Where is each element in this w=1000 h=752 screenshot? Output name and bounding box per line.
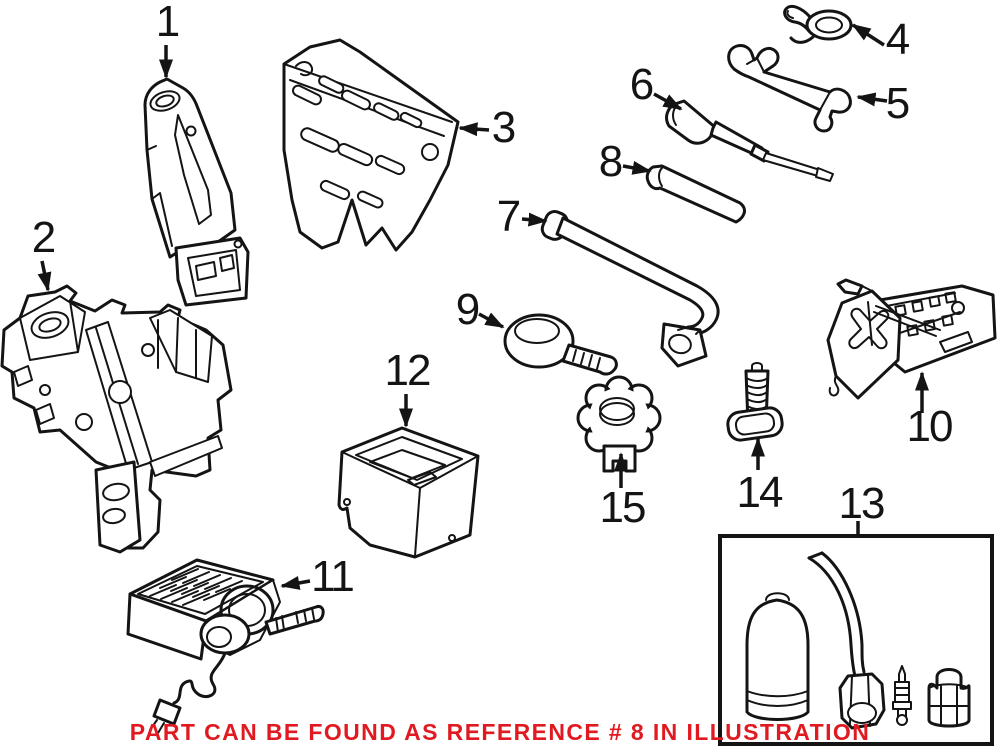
part-9-tow-eye xyxy=(503,313,618,376)
reference-caption: PART CAN BE FOUND AS REFERENCE # 8 IN IL… xyxy=(129,719,871,745)
part-7-jack-handle xyxy=(540,210,720,368)
part-2-jack-carrier-base xyxy=(0,284,233,554)
arrow-7 xyxy=(521,212,548,227)
callout-label-7: 7 xyxy=(496,192,522,241)
callout-label-1: 1 xyxy=(155,0,181,46)
arrow-11 xyxy=(280,576,311,590)
part-3-tool-foam-tray xyxy=(282,38,460,252)
part-1-jack-bracket xyxy=(143,77,250,307)
arrow-6 xyxy=(653,92,683,111)
callout-label-15: 15 xyxy=(599,483,647,532)
part-10-mounting-bracket xyxy=(826,278,997,400)
part-14-bolt xyxy=(726,362,784,442)
callout-label-9: 9 xyxy=(455,285,481,334)
callout-label-12: 12 xyxy=(384,346,432,395)
callout-label-2: 2 xyxy=(31,213,57,262)
callout-label-14: 14 xyxy=(736,468,784,517)
arrow-4 xyxy=(851,23,885,47)
part-12-storage-tray xyxy=(337,426,480,559)
callout-label-6: 6 xyxy=(629,60,655,109)
part-13-sealant-kit xyxy=(718,534,994,746)
arrow-5 xyxy=(856,92,888,107)
callout-label-4: 4 xyxy=(885,15,911,64)
arrow-3 xyxy=(458,122,490,137)
part-4-retainer-hook xyxy=(783,4,853,44)
arrow-2 xyxy=(37,260,52,292)
callout-label-8: 8 xyxy=(598,137,624,186)
part-8-extension-rod xyxy=(645,164,746,224)
part-5-open-end-wrench xyxy=(727,44,852,133)
callout-label-11: 11 xyxy=(311,552,355,601)
arrow-9 xyxy=(478,312,505,329)
part-6-screwdriver xyxy=(665,99,834,182)
arrow-8 xyxy=(622,160,652,175)
callout-label-10: 10 xyxy=(906,402,954,451)
callout-label-13: 13 xyxy=(838,479,886,528)
callout-label-5: 5 xyxy=(885,79,911,128)
callout-label-3: 3 xyxy=(491,103,517,152)
part-15-wing-knob xyxy=(576,375,662,473)
part-11-air-compressor xyxy=(126,558,325,734)
callout-arrows xyxy=(37,23,929,590)
